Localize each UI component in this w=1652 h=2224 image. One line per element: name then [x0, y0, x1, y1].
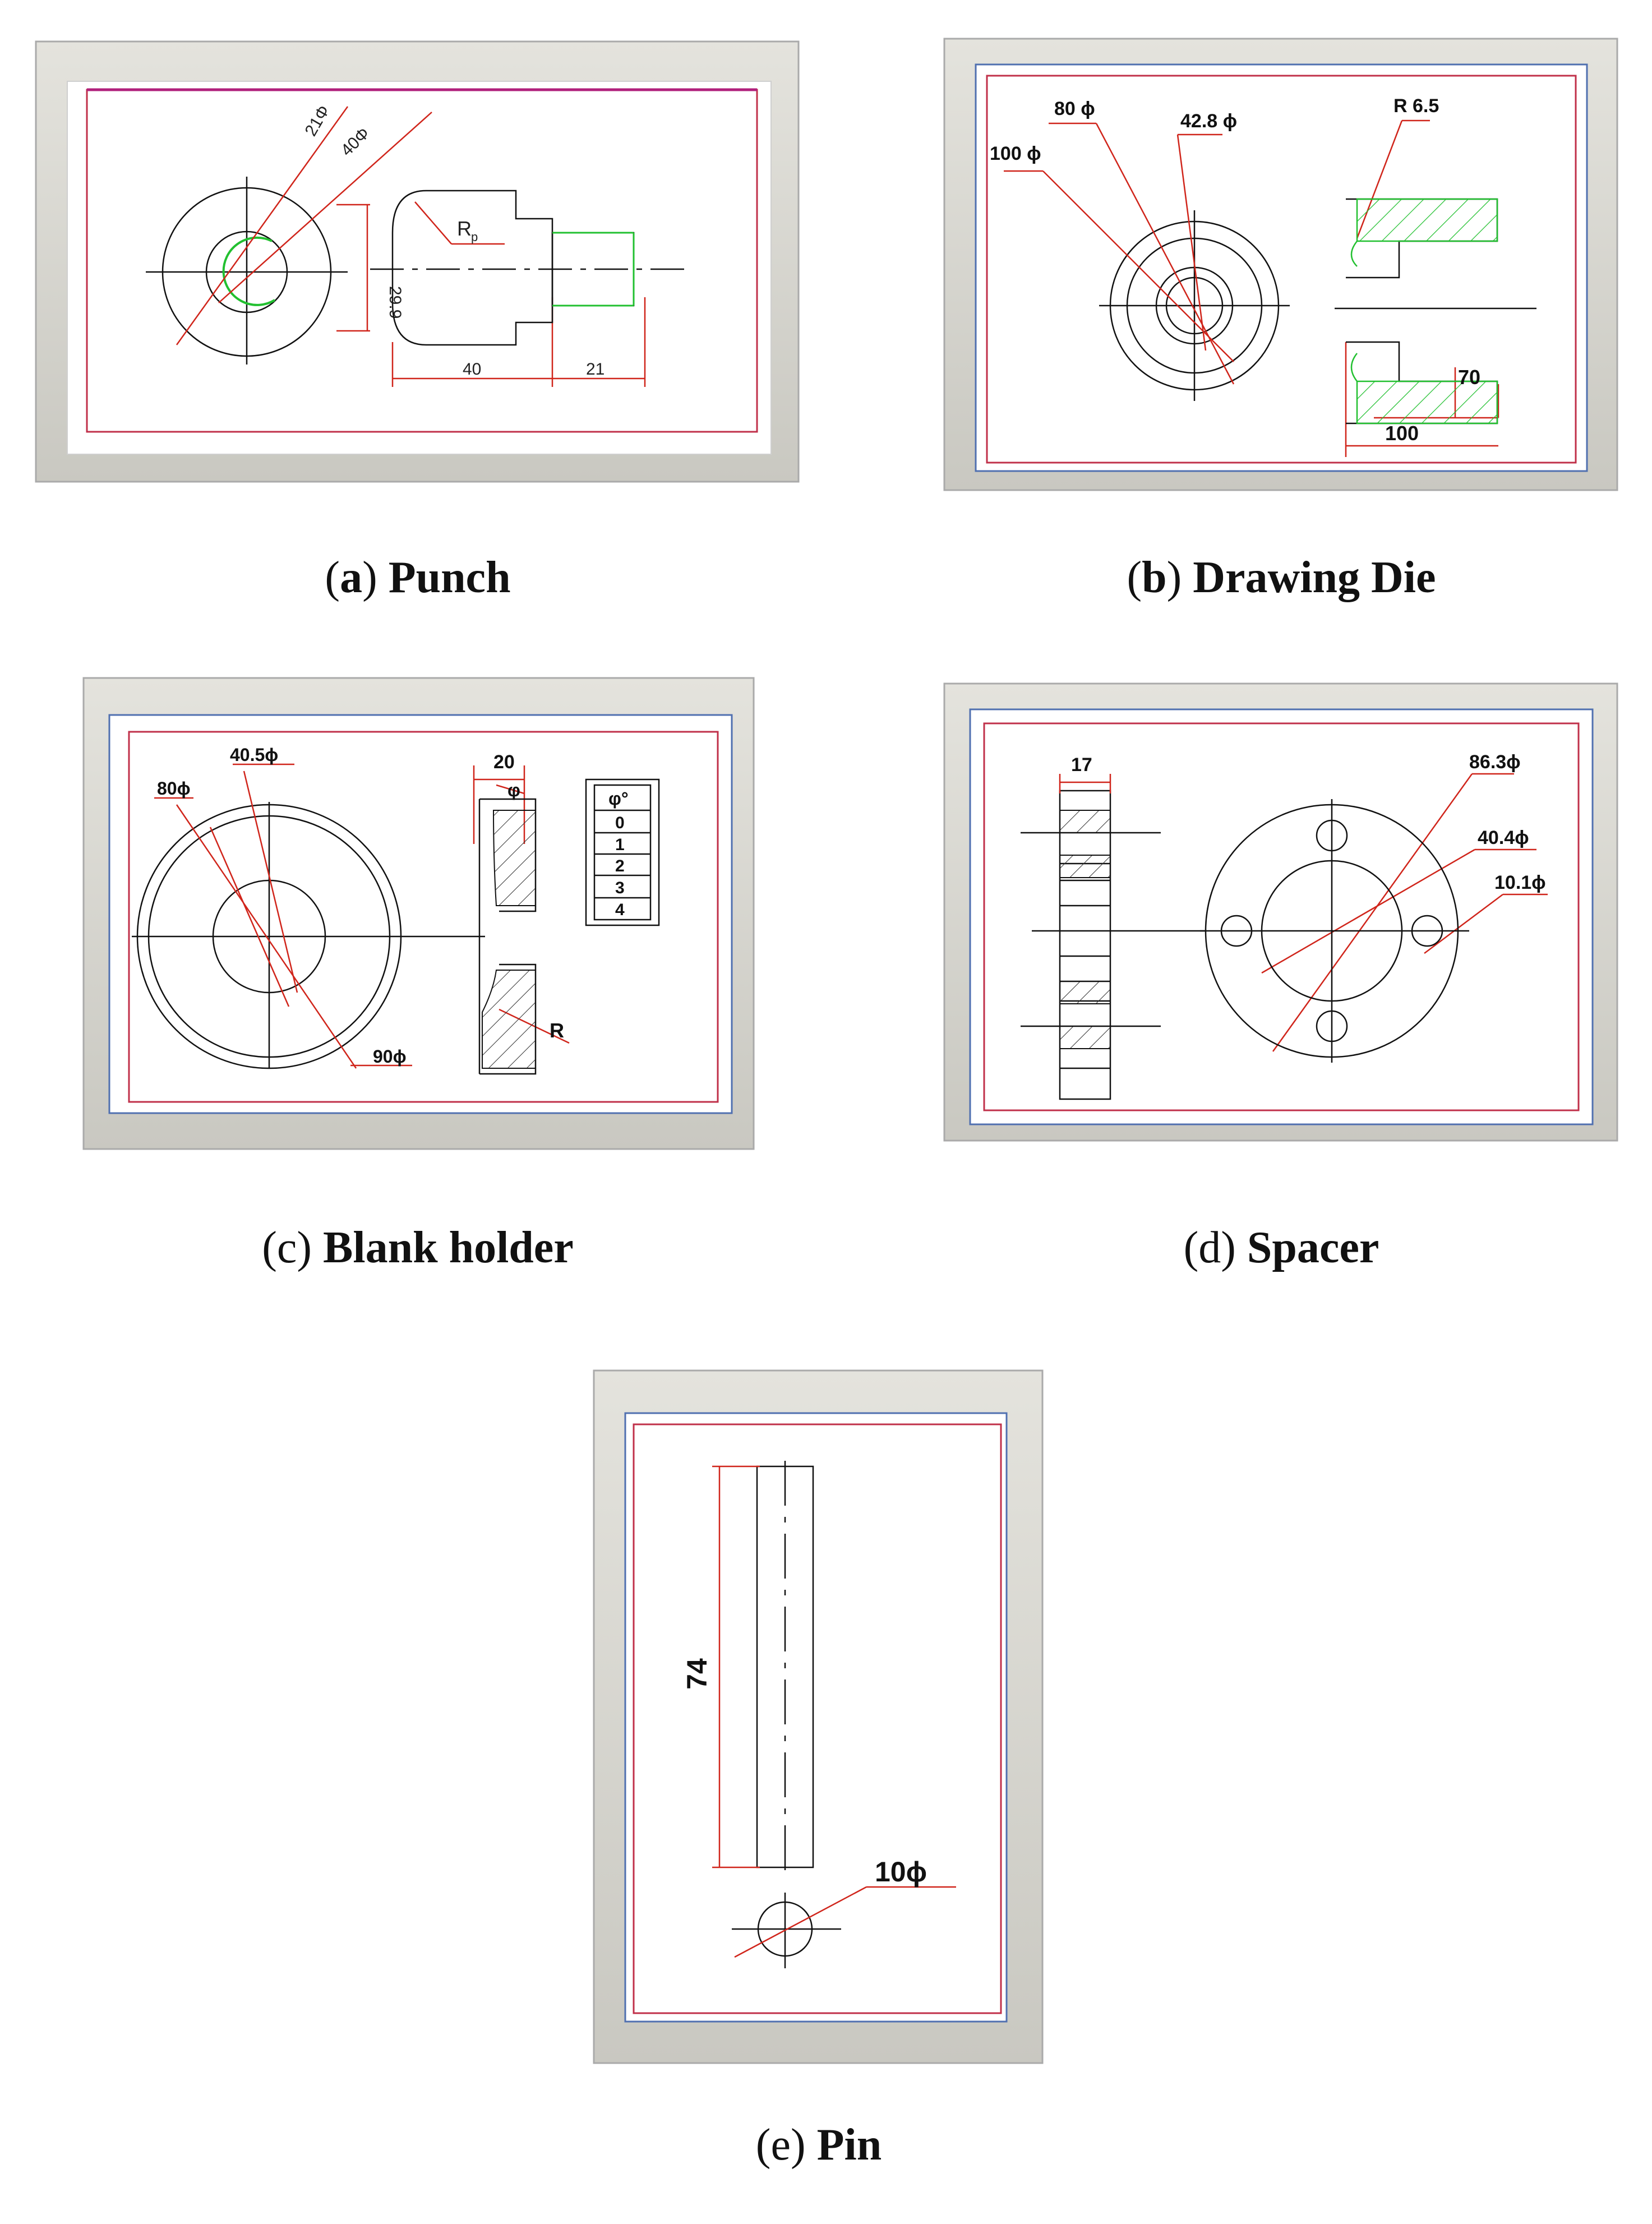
dim-86-3-phi: 86.3ϕ [1469, 751, 1521, 773]
dim-100: 100 [1385, 422, 1419, 445]
dim-100-phi: 100 ϕ [990, 143, 1041, 164]
dim-74: 74 [681, 1658, 713, 1690]
dim-r-6-5: R 6.5 [1393, 95, 1439, 117]
phi-table-cell: 3 [615, 879, 625, 897]
caption-spacer: (d) Spacer [1183, 1223, 1379, 1272]
phi-table-cell: 2 [615, 857, 625, 875]
dim-80-phi: 80ϕ [157, 778, 191, 799]
dim-10-1-phi: 10.1ϕ [1494, 872, 1546, 893]
phi-table-cell: 0 [615, 814, 625, 832]
dim-90-phi: 90ϕ [373, 1046, 407, 1067]
dim-40-4-phi: 40.4ϕ [1478, 827, 1529, 848]
dim-rp-label: R [457, 217, 472, 240]
dim-20: 20 [493, 751, 515, 773]
caption-pin: (e) Pin [755, 2120, 882, 2170]
caption-drawing-die: (b) Drawing Die [1127, 553, 1436, 602]
blank-holder-panel: φ° 0 1 2 3 4 80ϕ 40.5ϕ 90ϕ 20 φ R [82, 677, 755, 1150]
caption-blank-holder: (c) Blank holder [262, 1223, 574, 1272]
phi-table-cell: 1 [615, 836, 625, 854]
dim-40: 40 [463, 360, 481, 379]
dim-r: R [550, 1019, 564, 1042]
dim-rp-subscript: p [471, 230, 478, 244]
dim-42-8-phi: 42.8 ϕ [1180, 110, 1237, 132]
pin-panel: 74 10ϕ [593, 1369, 1044, 2064]
punch-drawing-panel: 21Φ 40Φ 29.9 R p 40 21 [35, 40, 800, 483]
phi-table-header: φ° [608, 788, 629, 809]
dim-40-5-phi: 40.5ϕ [230, 745, 278, 765]
drawing-die-panel: 100 ϕ 80 ϕ 42.8 ϕ R 6.5 70 100 [943, 38, 1618, 491]
dim-70: 70 [1458, 366, 1480, 389]
phi-table-cell: 4 [615, 901, 625, 919]
dim-17: 17 [1071, 754, 1092, 776]
spacer-panel: 17 86.3ϕ 40.4ϕ 10.1ϕ [943, 682, 1618, 1142]
dim-21: 21 [586, 360, 604, 379]
caption-punch: (a) Punch [325, 553, 511, 602]
dim-80-phi: 80 ϕ [1054, 98, 1095, 119]
dim-29-9: 29.9 [386, 286, 404, 319]
dim-10-phi: 10ϕ [875, 1856, 927, 1888]
dim-phi-angle: φ [507, 780, 520, 800]
